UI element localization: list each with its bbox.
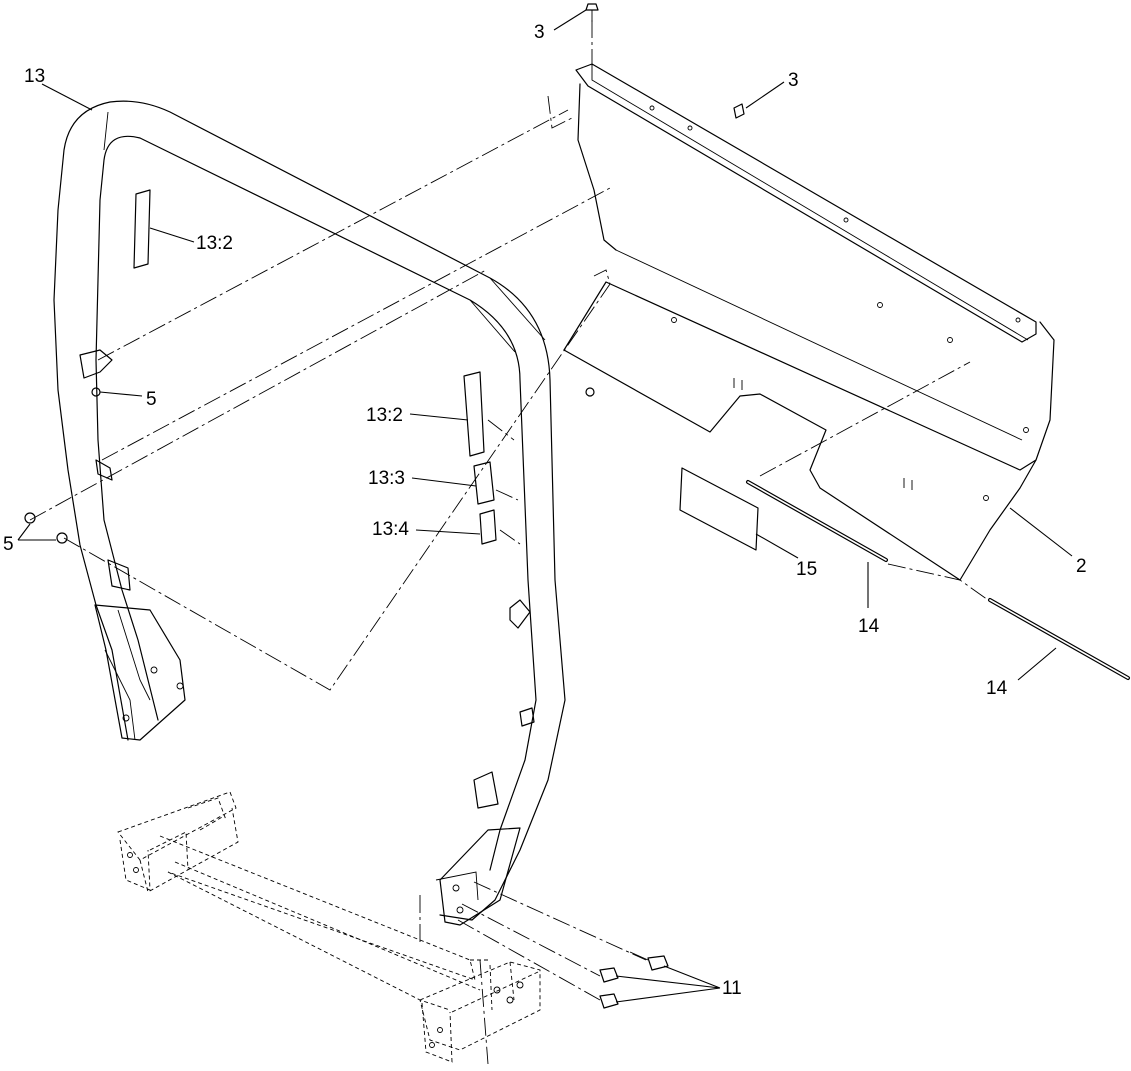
decal-15 xyxy=(679,467,759,551)
bolt-11-b xyxy=(599,967,619,983)
callout-13-3: 13:3 xyxy=(368,468,405,489)
callout-2: 2 xyxy=(1076,556,1087,577)
assembly-lines xyxy=(29,20,989,1065)
panel-assembly xyxy=(563,63,1055,581)
callout-14-mid: 14 xyxy=(858,616,880,637)
callout-3-top: 3 xyxy=(534,22,545,43)
callout-labels: 3 3 13 13:2 5 5 13:2 13:3 13:4 15 14 2 1… xyxy=(3,22,1087,999)
callout-14-right: 14 xyxy=(986,678,1008,699)
nut-5-right xyxy=(91,387,101,397)
bolt-11-a xyxy=(629,951,669,971)
rops-hoop xyxy=(53,100,566,926)
callout-5-left: 5 xyxy=(3,534,14,555)
callout-13-2-mid: 13:2 xyxy=(366,405,403,426)
callout-5-right: 5 xyxy=(146,389,157,410)
callout-13-4: 13:4 xyxy=(372,519,409,540)
leader-lines xyxy=(17,9,1073,1003)
nut-5-left-a xyxy=(24,512,36,524)
bolt-3-top xyxy=(585,3,599,22)
callout-13: 13 xyxy=(24,66,45,87)
rod-14-right xyxy=(988,598,1130,680)
bolt-11-c xyxy=(599,993,619,1009)
bolt-3-right xyxy=(733,103,745,119)
callout-13-2-left: 13:2 xyxy=(196,233,233,254)
nut-5-left-b xyxy=(56,532,68,544)
callout-15: 15 xyxy=(796,559,817,580)
callout-3-right: 3 xyxy=(788,70,799,91)
rod-14-mid xyxy=(746,480,888,562)
callout-11: 11 xyxy=(722,978,742,999)
nut-panel xyxy=(585,387,595,397)
frame-crossmember-phantom xyxy=(117,791,541,1063)
